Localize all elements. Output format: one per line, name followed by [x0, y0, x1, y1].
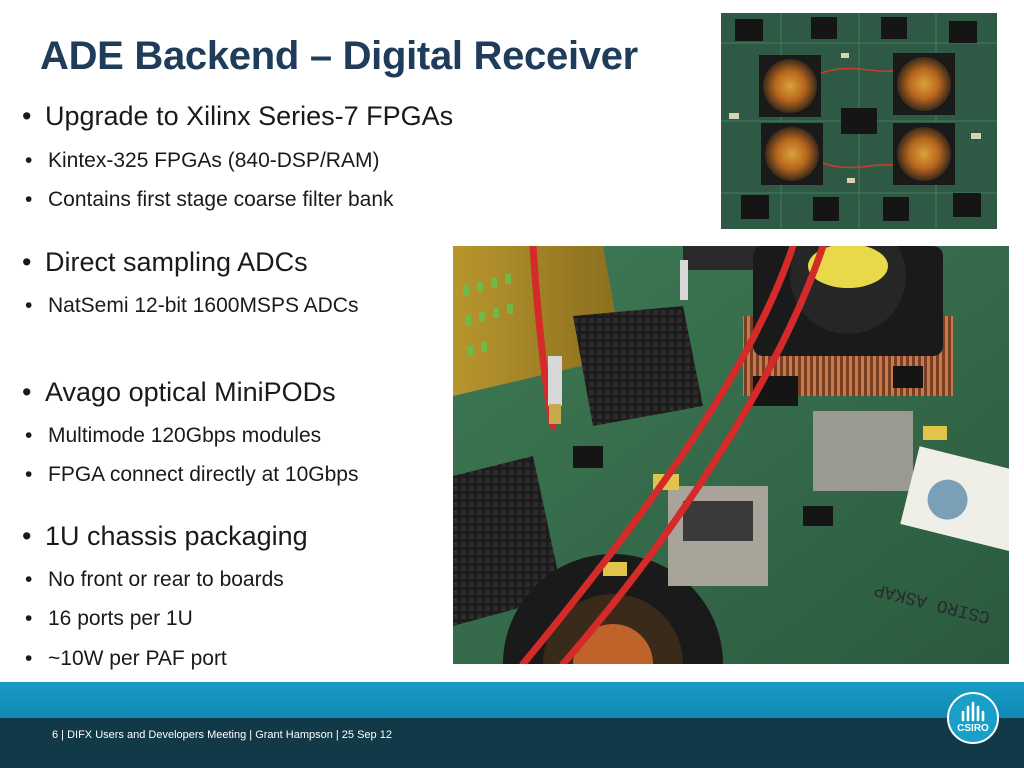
bullet-text: Avago optical MiniPODs	[45, 377, 336, 407]
bullet-dot: •	[25, 607, 33, 630]
bullet-text: 16 ports per 1U	[48, 607, 193, 630]
bullet-dot: •	[22, 247, 32, 277]
bullet-dot: •	[25, 463, 33, 486]
bullet-dot: •	[22, 377, 32, 407]
bullet-text: Direct sampling ADCs	[45, 247, 308, 277]
slide-title: ADE Backend – Digital Receiver	[40, 34, 638, 78]
footer-text: 6 | DIFX Users and Developers Meeting | …	[52, 729, 392, 741]
receiver-board-photo: CSIRO ASKAP	[453, 246, 1009, 664]
fpga-board-photo	[721, 13, 997, 229]
bullet-dot: •	[25, 647, 33, 670]
csiro-logo-icon	[961, 701, 985, 722]
bullet-text: ~10W per PAF port	[48, 647, 227, 670]
footer-bar	[0, 718, 1024, 768]
bullet-dot: •	[25, 188, 33, 211]
csiro-logo: CSIRO	[947, 692, 999, 744]
logo-text: CSIRO	[957, 723, 989, 734]
bullet-dot: •	[25, 149, 33, 172]
fpga-board-illustration	[721, 13, 997, 229]
receiver-board-illustration: CSIRO ASKAP	[453, 246, 1009, 664]
bullet-text: FPGA connect directly at 10Gbps	[48, 463, 359, 486]
bullet-text: Multimode 120Gbps modules	[48, 424, 322, 447]
bullet-dot: •	[25, 294, 33, 317]
bullet-text: No front or rear to boards	[48, 568, 284, 591]
footer-band	[0, 682, 1024, 718]
bullet-text: 1U chassis packaging	[45, 521, 308, 551]
bullet-dot: •	[25, 424, 33, 447]
bullet-dot: •	[25, 568, 33, 591]
bullet-text: NatSemi 12-bit 1600MSPS ADCs	[48, 294, 359, 317]
bullet-text: Kintex-325 FPGAs (840-DSP/RAM)	[48, 149, 380, 172]
bullet-text: Upgrade to Xilinx Series-7 FPGAs	[45, 101, 454, 131]
bullet-dot: •	[22, 521, 32, 551]
bullet-text: Contains first stage coarse filter bank	[48, 188, 394, 211]
bullet-dot: •	[22, 101, 32, 131]
